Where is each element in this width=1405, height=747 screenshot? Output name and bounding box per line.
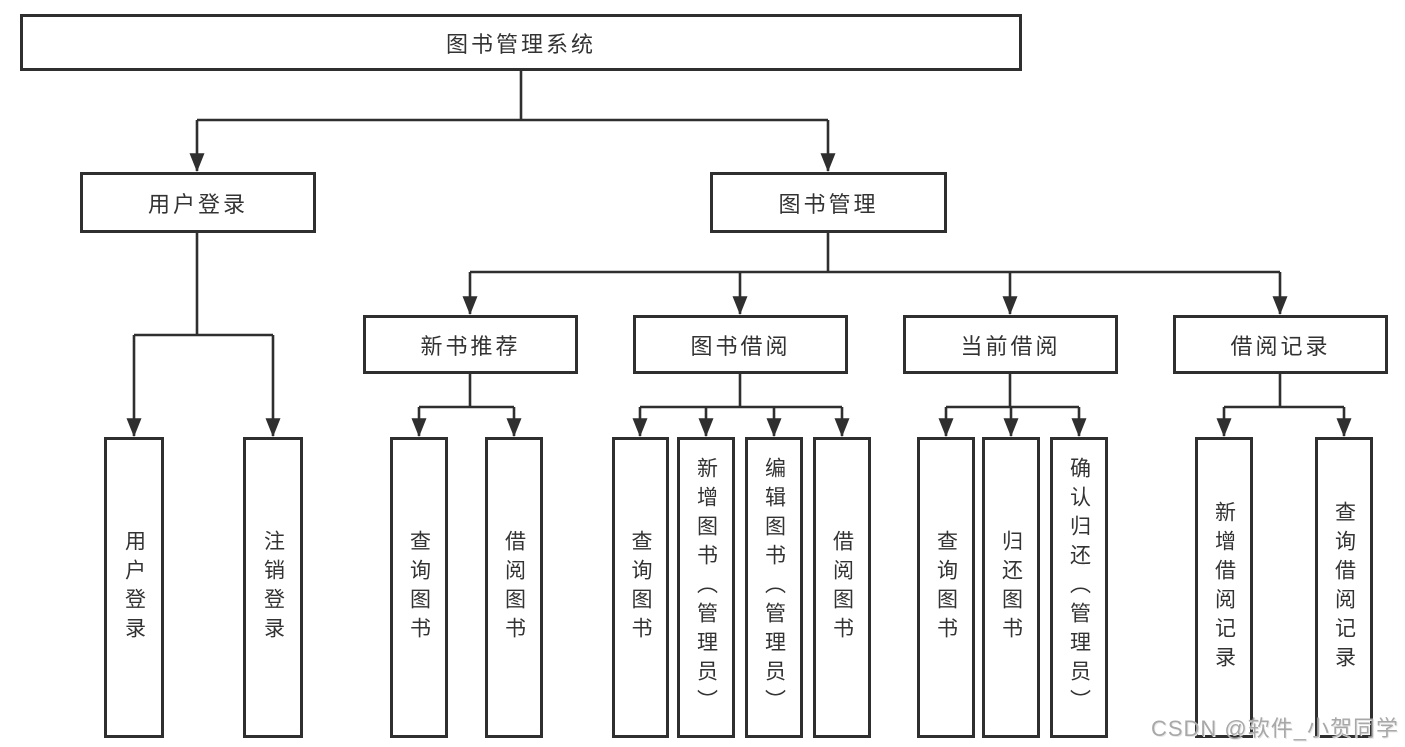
leaf-confirm-return-admin-label: 确认归还（管理员） (1067, 457, 1091, 718)
leaf-add-borrow-record-label: 新增借阅记录 (1212, 500, 1236, 675)
leaf-user-login-label: 用户登录 (122, 529, 146, 646)
node-book-borrow: 图书借阅 (633, 315, 848, 374)
node-book-management: 图书管理 (710, 172, 947, 233)
leaf-logout-label: 注销登录 (261, 529, 285, 646)
leaf-add-book-admin: 新增图书（管理员） (677, 437, 735, 738)
node-borrow-record-label: 借阅记录 (1230, 333, 1331, 359)
node-current-borrow: 当前借阅 (903, 315, 1118, 374)
node-new-book-recommend-label: 新书推荐 (420, 333, 521, 359)
leaf-newrec-query-book-label: 查询图书 (407, 529, 431, 646)
leaf-newrec-query-book: 查询图书 (390, 437, 448, 738)
leaf-edit-book-admin-label: 编辑图书（管理员） (762, 457, 786, 718)
leaf-borrow-borrow-book-label: 借阅图书 (830, 529, 854, 646)
leaf-edit-book-admin: 编辑图书（管理员） (745, 437, 803, 738)
leaf-borrow-query-book-label: 查询图书 (629, 529, 652, 646)
leaf-newrec-borrow-book: 借阅图书 (485, 437, 543, 738)
node-new-book-recommend: 新书推荐 (363, 315, 578, 374)
leaf-query-borrow-record: 查询借阅记录 (1315, 437, 1373, 738)
leaf-return-book-label: 归还图书 (999, 529, 1023, 646)
leaf-query-borrow-record-label: 查询借阅记录 (1332, 500, 1356, 675)
leaf-add-book-admin-label: 新增图书（管理员） (694, 457, 718, 718)
leaf-borrow-borrow-book: 借阅图书 (813, 437, 871, 738)
leaf-borrow-query-book: 查询图书 (612, 437, 669, 738)
node-current-borrow-label: 当前借阅 (960, 333, 1061, 359)
leaf-current-query-book-label: 查询图书 (934, 529, 958, 646)
node-user-login: 用户登录 (80, 172, 316, 233)
leaf-confirm-return-admin: 确认归还（管理员） (1050, 437, 1108, 738)
leaf-newrec-borrow-book-label: 借阅图书 (502, 529, 526, 646)
leaf-logout: 注销登录 (243, 437, 303, 738)
node-book-management-label: 图书管理 (778, 191, 879, 217)
node-borrow-record: 借阅记录 (1173, 315, 1388, 374)
leaf-current-query-book: 查询图书 (917, 437, 975, 738)
leaf-return-book: 归还图书 (982, 437, 1040, 738)
node-book-borrow-label: 图书借阅 (690, 333, 791, 359)
csdn-watermark: CSDN @软件_小贺同学 (1150, 716, 1399, 741)
node-system-root: 图书管理系统 (20, 14, 1022, 71)
node-system-root-label: 图书管理系统 (445, 31, 596, 57)
leaf-user-login: 用户登录 (104, 437, 164, 738)
node-user-login-label: 用户登录 (147, 191, 248, 217)
leaf-add-borrow-record: 新增借阅记录 (1195, 437, 1253, 738)
